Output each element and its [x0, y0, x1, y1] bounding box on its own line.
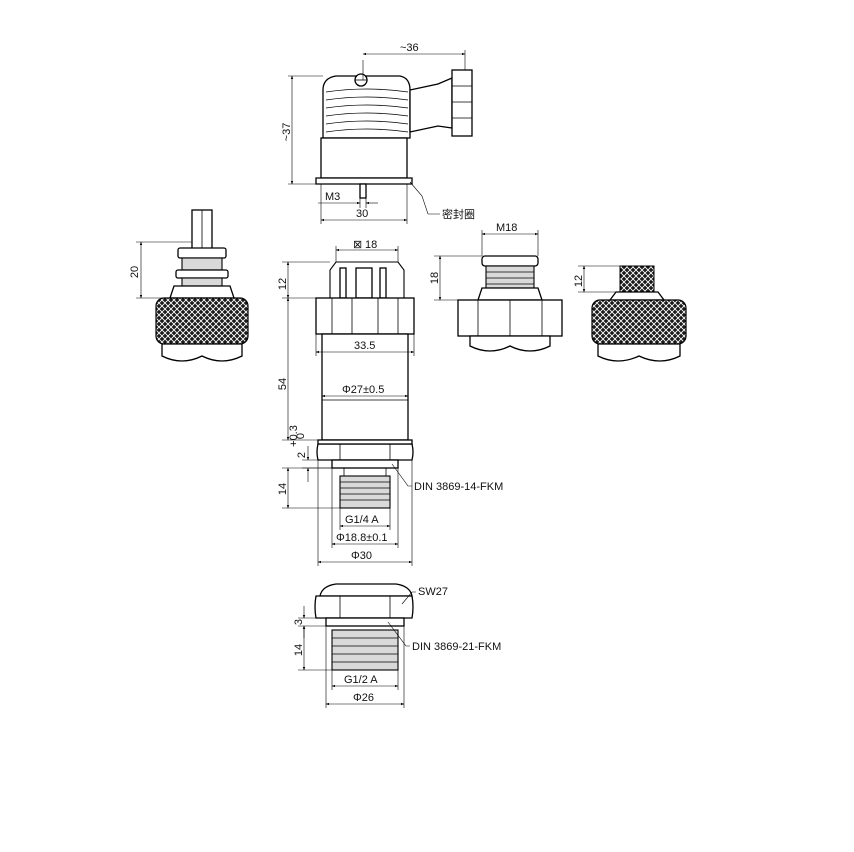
fitting-top-cap [319, 583, 413, 597]
terminal-pin-center [355, 267, 373, 299]
cable-nut [451, 69, 473, 137]
m18-thread [485, 265, 535, 289]
m18-break-line [469, 335, 551, 352]
m12-plug-view [591, 265, 687, 362]
dim-hex-top: 18 [365, 239, 377, 251]
terminal-pin-left [339, 267, 347, 299]
cable-gland-view [155, 209, 249, 362]
din-connector [315, 60, 473, 199]
m18-dimensions: M18 18 [429, 222, 539, 301]
connector-dimensions: ~36 ~37 M3 30 密封圈 [281, 42, 475, 224]
dim-fitting-thread-length: 14 [293, 644, 305, 656]
break-line [161, 343, 243, 362]
dim-wrench-sw27: SW27 [418, 586, 448, 598]
seal-ring-2 [325, 617, 405, 627]
m18-plug-view [457, 255, 563, 352]
main-body-dimensions: ⊠ 18 12 33.5 54 Φ27±0.5 2 +0.3 0 DIN 386… [277, 239, 503, 566]
thread-g14 [339, 475, 391, 509]
dim-height: ~37 [281, 123, 293, 142]
sw27-hex [314, 595, 414, 619]
m12-thread [619, 265, 655, 293]
dim-nut-tol-upper: +0.3 [288, 425, 300, 447]
flange [315, 297, 415, 335]
dim-thread-g14: G1/4 A [345, 514, 379, 526]
dim-nut-diameter: Φ30 [351, 550, 372, 562]
connector-cable-entry [409, 77, 453, 133]
dim-fitting-gap: 3 [293, 619, 305, 625]
hex-nut [316, 443, 414, 461]
connector-pin [359, 183, 367, 199]
cable-gland-dimensions: 20 [129, 241, 192, 299]
connector-base [320, 137, 408, 179]
m12-dimensions: 12 [573, 265, 620, 293]
dim-nut-tol-lower: 0 [295, 433, 307, 439]
seal-ring-1 [331, 459, 399, 469]
dim-body-diameter: Φ27±0.5 [342, 384, 384, 396]
connector-body [322, 75, 411, 139]
m12-break-line [597, 343, 681, 362]
dim-gland-height: 20 [129, 266, 141, 278]
seal-ring [315, 177, 413, 185]
dim-seal-diameter: Φ18.8±0.1 [336, 532, 388, 544]
knurled-ring [155, 297, 249, 345]
dim-m18-thread: M18 [496, 222, 517, 234]
dim-fitting-diameter: Φ26 [353, 692, 374, 704]
m12-knurled-ring [591, 299, 687, 345]
hex-symbol: ⊠ [353, 239, 362, 251]
dim-m12-height: 12 [573, 275, 585, 287]
dim-thread-m3: M3 [325, 191, 340, 203]
dim-nut-gap: 2 [296, 452, 308, 458]
seal-1-label: DIN 3869-14-FKM [414, 481, 503, 493]
seal-2-label: DIN 3869-21-FKM [412, 641, 501, 653]
dim-flange-width: 33.5 [354, 340, 375, 352]
main-sensor-body [315, 261, 415, 509]
thread-g12 [331, 629, 399, 671]
dim-m18-height: 18 [429, 272, 441, 284]
dim-thread-g12: G1/2 A [344, 674, 378, 686]
half-inch-fitting-view [314, 583, 414, 671]
dim-thread-length: 14 [277, 483, 289, 495]
dim-width-top: ~36 [400, 42, 419, 54]
connector-ribs [325, 88, 409, 133]
dim-width-base: 30 [356, 208, 368, 220]
terminal-pin-right [379, 267, 387, 299]
seal-note: 密封圈 [442, 207, 475, 221]
dim-body-length: 54 [277, 378, 289, 390]
fitting-dimensions: SW27 3 DIN 3869-21-FKM 14 G1/2 A Φ26 [293, 586, 501, 708]
dim-header-height: 12 [277, 278, 289, 290]
